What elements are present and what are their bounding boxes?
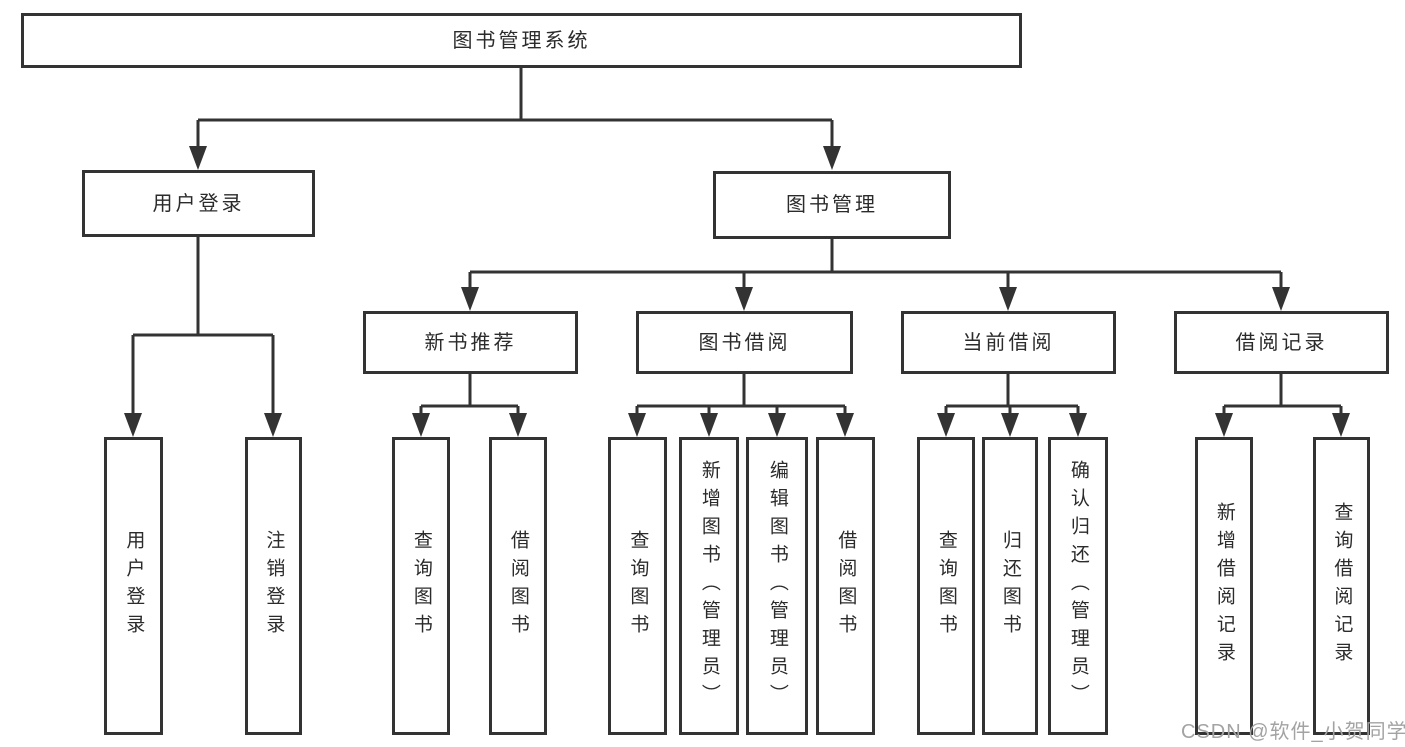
leaf-logout: 注销登录	[245, 437, 302, 735]
leaf-logout-label: 注销登录	[263, 530, 285, 642]
leaf-borrow-add-books-admin-label: 新增图书（管理员）	[698, 460, 720, 712]
watermark: CSDN @软件_小贺同学	[1181, 721, 1405, 743]
leaf-current-confirm-return-admin: 确认归还（管理员）	[1048, 437, 1108, 735]
node-root: 图书管理系统	[21, 13, 1022, 68]
node-user-login-label: 用户登录	[152, 192, 245, 215]
leaf-current-query-books-label: 查询图书	[935, 530, 957, 642]
leaf-records-add-record-label: 新增借阅记录	[1213, 502, 1235, 670]
leaf-user-login-label: 用户登录	[123, 530, 145, 642]
node-book-borrowing: 图书借阅	[636, 311, 853, 374]
leaf-records-add-record: 新增借阅记录	[1195, 437, 1253, 735]
node-new-book-recommend-label: 新书推荐	[424, 331, 517, 354]
leaf-borrow-borrow-books-label: 借阅图书	[835, 530, 857, 642]
leaf-records-query-record-label: 查询借阅记录	[1331, 502, 1353, 670]
node-book-borrowing-label: 图书借阅	[698, 331, 791, 354]
node-book-management: 图书管理	[713, 171, 951, 239]
leaf-current-query-books: 查询图书	[917, 437, 975, 735]
leaf-user-login: 用户登录	[104, 437, 163, 735]
leaf-current-return-books-label: 归还图书	[999, 530, 1021, 642]
node-root-label: 图书管理系统	[452, 29, 591, 52]
leaf-recommend-query-books-label: 查询图书	[410, 530, 432, 642]
node-user-login: 用户登录	[82, 170, 315, 237]
leaf-recommend-query-books: 查询图书	[392, 437, 450, 735]
leaf-borrow-query-books-label: 查询图书	[627, 530, 649, 642]
leaf-recommend-borrow-books-label: 借阅图书	[507, 530, 529, 642]
node-book-management-label: 图书管理	[786, 194, 878, 216]
leaf-borrow-edit-books-admin: 编辑图书（管理员）	[746, 437, 808, 735]
leaf-borrow-query-books: 查询图书	[608, 437, 667, 735]
node-new-book-recommend: 新书推荐	[363, 311, 578, 374]
leaf-borrow-edit-books-admin-label: 编辑图书（管理员）	[766, 460, 788, 712]
leaf-current-confirm-return-admin-label: 确认归还（管理员）	[1067, 460, 1089, 712]
node-current-borrowing-label: 当前借阅	[962, 331, 1055, 354]
node-borrowing-records-label: 借阅记录	[1235, 331, 1328, 354]
leaf-borrow-borrow-books: 借阅图书	[816, 437, 875, 735]
node-current-borrowing: 当前借阅	[901, 311, 1116, 374]
leaf-recommend-borrow-books: 借阅图书	[489, 437, 547, 735]
leaf-records-query-record: 查询借阅记录	[1313, 437, 1370, 735]
leaf-borrow-add-books-admin: 新增图书（管理员）	[679, 437, 739, 735]
leaf-current-return-books: 归还图书	[982, 437, 1038, 735]
node-borrowing-records: 借阅记录	[1174, 311, 1389, 374]
